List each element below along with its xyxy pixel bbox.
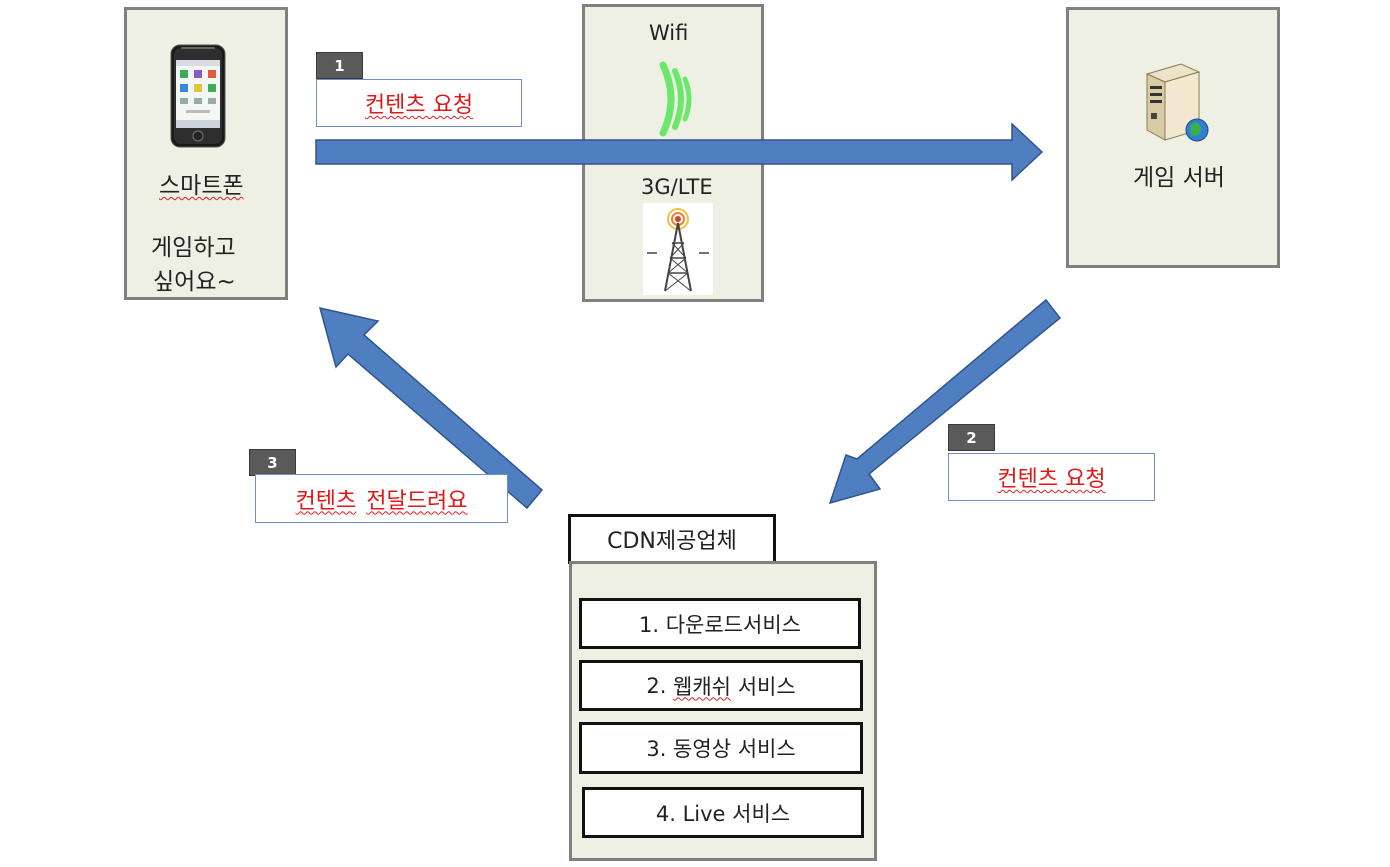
smartphone-panel: 스마트폰 게임하고 싶어요~ <box>124 7 288 300</box>
cdn-service-download: 1. 다운로드서비스 <box>579 598 861 649</box>
step-1-badge: 1 <box>316 52 363 79</box>
step-1-text: 컨텐츠 요청 <box>364 93 474 118</box>
step-2-label: 컨텐츠 요청 <box>948 453 1155 501</box>
step-3-badge: 3 <box>249 449 296 476</box>
smartphone-icon <box>170 44 226 148</box>
cell-label: 3G/LTE <box>641 175 713 199</box>
cdn-service-live: 4. Live 서비스 <box>582 787 864 838</box>
cdn-service-webcache: 2. 웹캐쉬 서비스 <box>579 660 863 711</box>
step-3-label: 컨텐츠 전달드려요 <box>255 474 508 523</box>
step-3-text-part2: 전달드려요 <box>366 488 468 514</box>
step-2-badge: 2 <box>948 424 995 451</box>
smartphone-message-line2: 싶어요~ <box>153 269 236 295</box>
cdn-title: CDN제공업체 <box>568 514 776 564</box>
cell-tower-icon <box>643 203 713 295</box>
step-3-text-part1: 컨텐츠 <box>295 488 357 514</box>
server-icon <box>1145 63 1209 142</box>
step-1-label: 컨텐츠 요청 <box>316 79 522 127</box>
game-server-panel: 게임 서버 <box>1066 7 1280 268</box>
wifi-signal-icon <box>659 61 692 137</box>
wifi-label: Wifi <box>649 21 689 45</box>
cdn-service-video: 3. 동영상 서비스 <box>579 722 863 774</box>
game-server-label: 게임 서버 <box>1133 165 1225 191</box>
smartphone-message-line1: 게임하고 <box>151 235 236 261</box>
smartphone-label: 스마트폰 <box>159 173 244 199</box>
step-2-text: 컨텐츠 요청 <box>997 467 1106 492</box>
